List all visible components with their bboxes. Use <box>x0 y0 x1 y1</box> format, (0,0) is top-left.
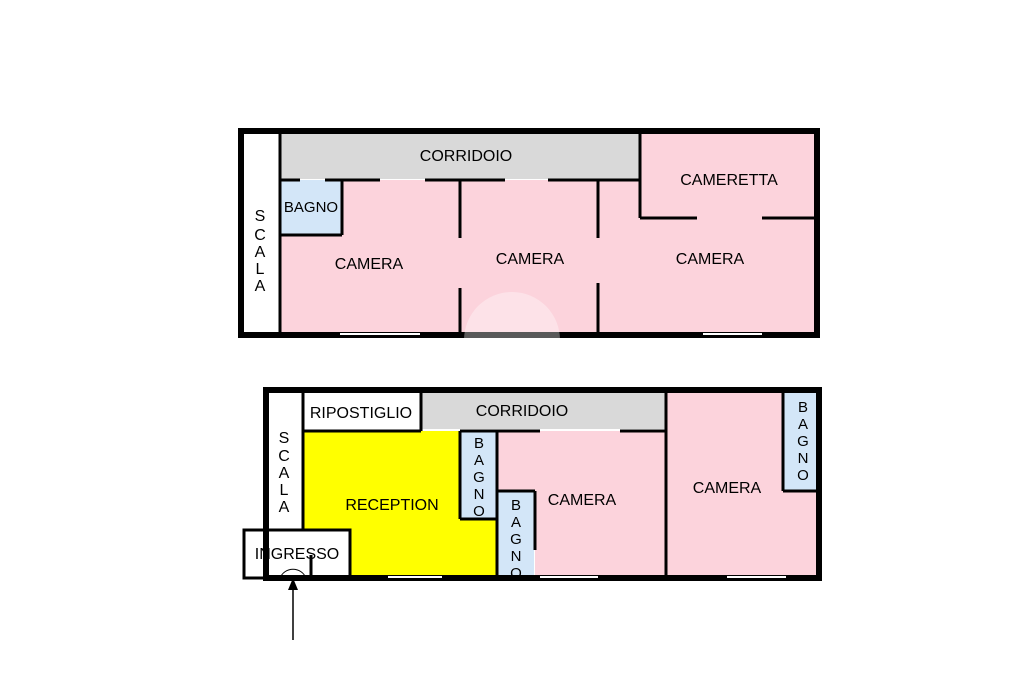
lower-room-1-area <box>498 431 665 577</box>
bathroom-letter: G <box>473 469 485 486</box>
upper-stair-letter: C <box>254 227 266 244</box>
upper-corridor-label: CORRIDOIO <box>420 148 512 165</box>
upper-stair-letter: S <box>255 208 266 225</box>
lower-storage-area <box>304 392 421 430</box>
upper-room-3-label: CAMERA <box>676 251 745 268</box>
bathroom-letter: G <box>510 531 522 548</box>
lower-bathroom-2-area <box>498 491 534 577</box>
upper-stair-letter: A <box>255 244 266 261</box>
entrance-arrow-icon <box>288 578 298 590</box>
watermark-logo <box>464 292 560 388</box>
lower-stair-label: S C A L A <box>278 430 290 516</box>
upper-room-3-area <box>598 133 816 333</box>
lower-reception-label: RECEPTION <box>345 497 438 514</box>
upper-corridor-area <box>281 133 640 179</box>
lower-bathroom-3-area <box>783 392 818 490</box>
lower-storage-label: RIPOSTIGLIO <box>310 405 412 422</box>
upper-room-2-label: CAMERA <box>496 251 565 268</box>
lower-bathroom-1-label: B A G N O <box>473 435 485 520</box>
bathroom-letter: B <box>511 497 521 514</box>
lower-floor: RIPOSTIGLIO CORRIDOIO RECEPTION INGRESSO… <box>242 387 822 640</box>
lower-room-2-label: CAMERA <box>693 480 762 497</box>
lower-stair-letter: A <box>279 499 290 516</box>
upper-outer-wall <box>238 128 820 338</box>
lower-room-1-label: CAMERA <box>548 492 617 509</box>
bathroom-letter: N <box>511 548 522 565</box>
upper-room-1-area <box>281 180 460 333</box>
lower-stair-letter: A <box>279 465 290 482</box>
upper-bathroom-area <box>281 180 342 234</box>
lower-corridor-label: CORRIDOIO <box>476 403 568 420</box>
bathroom-letter: A <box>474 452 484 469</box>
bathroom-letter: A <box>798 416 808 433</box>
bathroom-letter: B <box>798 399 808 416</box>
upper-stair-label: S C A L A <box>254 208 266 295</box>
lower-bathroom-1-area <box>460 431 497 519</box>
lower-stair-area <box>267 391 303 529</box>
upper-room-2-area <box>460 180 598 333</box>
upper-bathroom-label: BAGNO <box>284 199 338 216</box>
bathroom-letter: N <box>798 450 809 467</box>
entrance-door-swing <box>279 568 307 579</box>
upper-floor: CORRIDOIO BAGNO CAMERA CAMERA CAMERA CAM… <box>238 128 820 338</box>
lower-stair-letter: C <box>278 448 290 465</box>
lower-stair-letter: S <box>279 430 290 447</box>
lower-stair-letter: L <box>280 482 289 499</box>
bathroom-letter: A <box>511 514 521 531</box>
lower-bathroom-2-label: B A G N O <box>510 497 522 582</box>
lower-bathroom-3-label: B A G N O <box>797 399 809 484</box>
upper-small-room-label: CAMERETTA <box>680 172 778 189</box>
bathroom-letter: O <box>473 503 485 520</box>
upper-stair-area <box>242 131 280 335</box>
bathroom-letter: G <box>797 433 809 450</box>
lower-corridor-area <box>421 393 665 429</box>
upper-stair-letter: L <box>256 261 265 278</box>
bathroom-letter: N <box>474 486 485 503</box>
upper-room-1-label: CAMERA <box>335 256 404 273</box>
lower-entrance-wall <box>242 528 352 580</box>
bathroom-letter: B <box>474 435 484 452</box>
lower-entrance-label: INGRESSO <box>255 546 339 563</box>
upper-stair-letter: A <box>255 278 266 295</box>
bathroom-letter: O <box>797 467 809 484</box>
bathroom-letter: O <box>510 565 522 582</box>
